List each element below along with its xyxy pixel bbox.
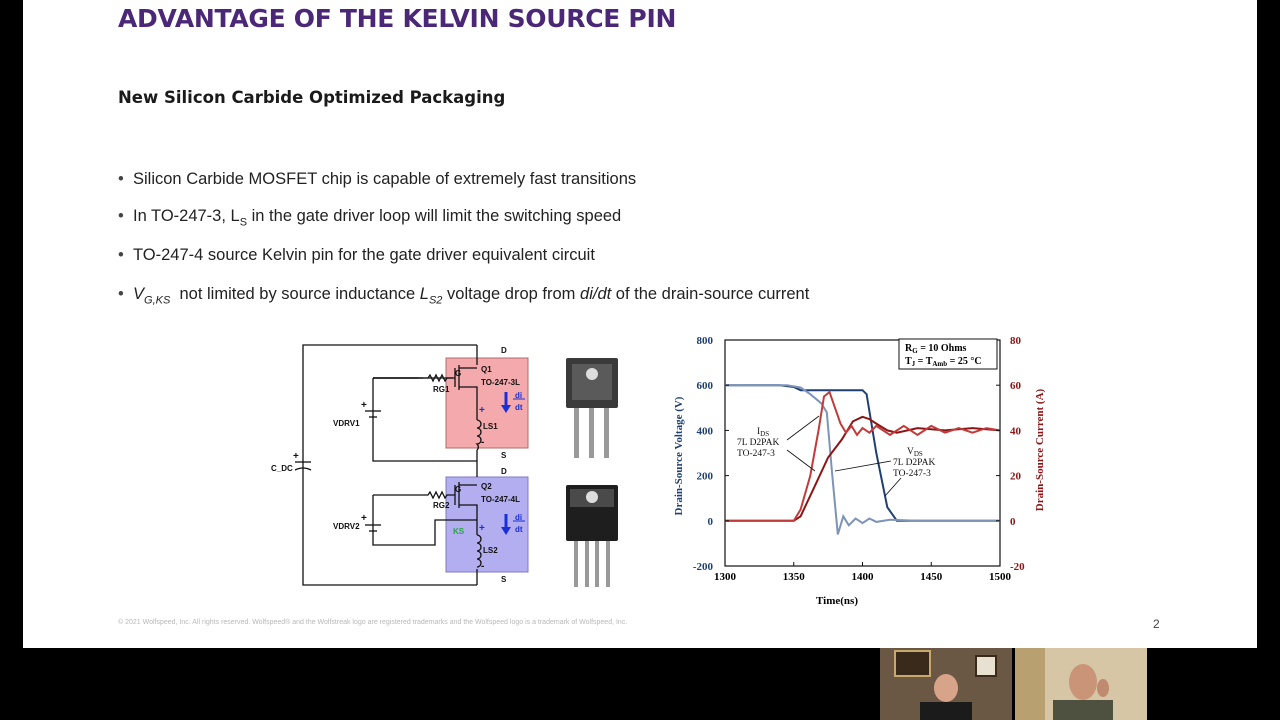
bullet-text: voltage drop from	[442, 285, 581, 303]
y-tick-label: 600	[697, 380, 714, 392]
x-tick-label: 1350	[783, 571, 806, 583]
bullet-text: of the drain-source current	[611, 285, 810, 303]
ids-annotation-line2: 7L D2PAK	[737, 438, 779, 448]
copyright-footer: © 2021 Wolfspeed, Inc. All rights reserv…	[118, 619, 628, 626]
webcam-participant-1[interactable]	[880, 648, 1012, 720]
bullet-italic: di/dt	[580, 285, 612, 303]
bullet-text: In TO-247-3, L	[133, 207, 240, 225]
label-dt: dt	[515, 403, 523, 412]
x-tick-label: 1300	[714, 571, 737, 583]
label-vdrv2: VDRV2	[333, 522, 360, 531]
gate-driver-circuit-diagram: D S D S G G Q1 TO-247-3L Q2 TO-247-4L RG…	[271, 344, 529, 586]
y-axis-label: Drain-Source Voltage (V)	[673, 396, 685, 515]
label-ks: KS	[453, 527, 465, 536]
to-247-3-package-image	[566, 358, 618, 458]
y2-tick-label: 0	[1010, 516, 1016, 528]
bullet-subscript: S2	[428, 294, 443, 307]
bullet-item: • Silicon Carbide MOSFET chip is capable …	[118, 170, 636, 189]
series-line-1	[725, 384, 1000, 535]
slide-title: ADVANTAGE OF THE KELVIN SOURCE PIN	[118, 4, 677, 33]
plot-frame	[724, 339, 1001, 567]
vds-annotation-line2: 7L D2PAK	[893, 458, 935, 468]
y2-tick-label: -20	[1010, 561, 1025, 573]
bullet-subscript: G,KS	[144, 294, 171, 307]
webcam-panel	[880, 648, 1148, 720]
label-d2: D	[501, 467, 507, 476]
y2-tick-label: 80	[1010, 335, 1022, 347]
bullet-dot-icon: •	[118, 246, 124, 264]
bullet-text: TO-247-4 source Kelvin pin for the gate …	[133, 246, 595, 264]
bullet-item: • In TO-247-3, LS in the gate driver loop…	[118, 207, 621, 228]
y2-tick-label: 60	[1010, 380, 1022, 392]
label-plus: +	[479, 523, 485, 534]
vds-annotation-line3: TO-247-3	[893, 469, 931, 479]
x-tick-label: 1450	[920, 571, 943, 583]
label-q2-package: TO-247-4L	[481, 495, 520, 504]
bullet-dot-icon: •	[118, 207, 124, 225]
bullet-item: •VG,KS not limited by source inductance …	[118, 285, 809, 306]
page-number: 2	[1153, 617, 1160, 631]
y2-tick-label: 40	[1010, 425, 1022, 437]
label-q1-package: TO-247-3L	[481, 378, 520, 387]
chart-legend	[898, 338, 998, 370]
label-rg2: RG2	[433, 501, 450, 510]
series-line-2	[725, 415, 1001, 522]
x-tick-label: 1500	[989, 571, 1012, 583]
label-rg1: RG1	[433, 385, 450, 394]
q2-package-box	[445, 476, 529, 573]
webcam-participant-2[interactable]	[1015, 648, 1147, 720]
bullet-text: in the gate driver loop will limit the s…	[247, 207, 622, 225]
y-tick-label: -200	[693, 561, 714, 573]
bullet-subscript: S	[239, 216, 248, 229]
to-247-4-package-image	[566, 485, 618, 587]
label-q2: Q2	[481, 482, 492, 491]
label-g2: G	[455, 485, 461, 494]
bullet-text: not limited by source inductance	[170, 285, 420, 303]
y-tick-label: 200	[697, 471, 714, 483]
bullet-item: • TO-247-4 source Kelvin pin for the gate…	[118, 246, 595, 265]
label-ls2: LS2	[483, 546, 498, 555]
y2-tick-label: 20	[1010, 471, 1022, 483]
x-axis-label: Time(ns)	[816, 595, 858, 607]
slide: ADVANTAGE OF THE KELVIN SOURCE PIN New S…	[23, 0, 1257, 648]
slide-subtitle: New Silicon Carbide Optimized Packaging	[118, 88, 506, 107]
label-g1: G	[455, 369, 461, 378]
label-plus: +	[361, 513, 367, 524]
label-minus: -	[481, 561, 484, 572]
y2-axis-label: Drain-Source Current (A)	[1034, 388, 1046, 511]
ids-annotation-line3: TO-247-3	[737, 449, 775, 459]
y-tick-label: 400	[697, 425, 714, 437]
bullet-dot-icon: •	[118, 285, 124, 303]
label-minus: -	[481, 437, 484, 448]
bullet-dot-icon: •	[118, 170, 124, 188]
vds-annotation: VDS	[907, 447, 923, 458]
label-s2: S	[501, 575, 507, 584]
label-s1: S	[501, 451, 507, 460]
label-dt: dt	[515, 525, 523, 534]
q1-package-box	[445, 357, 529, 449]
label-ls1: LS1	[483, 422, 498, 431]
label-cdc: C_DC	[271, 464, 293, 473]
y-tick-label: 800	[697, 335, 714, 347]
x-tick-label: 1400	[852, 571, 875, 583]
label-d1: D	[501, 346, 507, 355]
label-q1: Q1	[481, 365, 492, 374]
bullet-italic: V	[133, 285, 145, 303]
legend-line-2: TJ = TAmb = 25 °C	[905, 356, 982, 368]
y-tick-label: 0	[708, 516, 714, 528]
label-vdrv1: VDRV1	[333, 419, 360, 428]
ids-annotation: IDS	[757, 427, 769, 438]
label-plus: +	[479, 405, 485, 416]
series-line-3	[725, 390, 1001, 522]
label-di: di	[515, 513, 522, 522]
label-di: di	[515, 391, 522, 400]
label-plus: +	[293, 451, 299, 462]
label-plus: +	[361, 400, 367, 411]
bullet-italic: L	[419, 285, 429, 303]
legend-line-1: RG = 10 Ohms	[905, 343, 967, 355]
bullet-text: Silicon Carbide MOSFET chip is capable o…	[133, 170, 637, 188]
